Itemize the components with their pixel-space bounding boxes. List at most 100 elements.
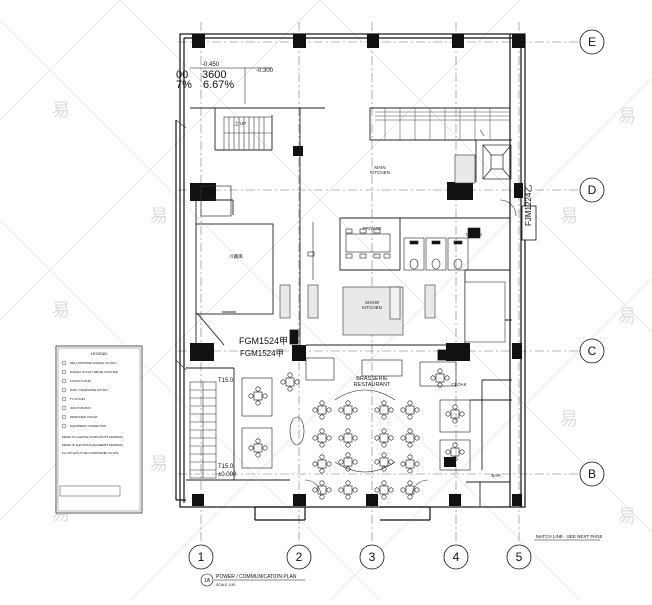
room-label-cloak: CLOAK	[451, 382, 466, 387]
restroom-fixtures	[307, 222, 481, 280]
chair	[381, 494, 387, 500]
chair	[345, 442, 351, 448]
dining-table	[338, 452, 358, 472]
grid-bubble-1	[188, 544, 214, 570]
room-label-show-kitchen: SHOW	[365, 300, 380, 305]
watermark-mark: 易	[560, 409, 578, 429]
chair	[319, 494, 325, 500]
grid-bubble-d	[579, 177, 605, 203]
chair	[388, 407, 394, 413]
chair	[414, 487, 420, 493]
chair	[374, 435, 380, 441]
watermark-mark: 易	[618, 306, 636, 326]
chair	[352, 407, 358, 413]
legend-item-label: DEDICATED OUTLET	[70, 415, 98, 419]
chair	[248, 393, 254, 399]
chair	[312, 461, 318, 467]
dining-table	[248, 386, 268, 406]
chair	[352, 435, 358, 441]
dining-table	[338, 480, 358, 500]
grid-bubble-c	[579, 338, 605, 364]
chair	[255, 452, 261, 458]
chair	[352, 487, 358, 493]
chair	[407, 414, 413, 420]
grid-bubble-row-labels: E D C B	[588, 35, 597, 481]
dining-table	[374, 428, 394, 448]
chair	[452, 404, 458, 410]
dining-table	[400, 454, 420, 474]
watermark-mark: 易	[52, 300, 70, 320]
grid-label-row: B	[588, 467, 596, 481]
chair	[319, 454, 325, 460]
dining-table	[338, 400, 358, 420]
grid-bubble-e	[579, 29, 605, 55]
dining-tables	[248, 368, 465, 500]
watermark-mark: 易	[560, 206, 578, 226]
door-tags: FGM1524甲 FGM1524甲 FJM1224乙 T15.0 T15.0 ±…	[218, 185, 533, 478]
kitchen-equipment	[279, 154, 506, 343]
chair	[312, 435, 318, 441]
grid-bubble-3	[359, 544, 385, 570]
display-counter	[375, 108, 510, 140]
legend-item-label: FLOOR OUTLET	[70, 379, 92, 383]
room-label-cold-room: 冷藏库	[229, 253, 243, 260]
chair	[255, 438, 261, 444]
grid-label-col: 4	[453, 550, 460, 564]
dining-table	[280, 372, 300, 392]
watermark-mark: 易	[52, 100, 70, 120]
level-annotations: -0.450 -0.300	[190, 62, 274, 104]
chair	[445, 411, 451, 417]
legend-footnote: REFER TO ELECTRICAL ENGINEER'S DRAWINGS	[62, 443, 123, 447]
dining-table	[445, 442, 465, 462]
chair	[312, 487, 318, 493]
interior-walls	[186, 107, 512, 506]
grid-label-row: E	[588, 35, 596, 49]
corner-room	[200, 185, 232, 217]
chair	[374, 407, 380, 413]
legend-symbol	[61, 378, 67, 384]
dining-table	[374, 400, 394, 420]
grid-label-row: D	[588, 183, 597, 197]
dim-label-partial: 00	[176, 69, 188, 81]
private-dining	[345, 228, 391, 259]
slope-label-left: 7%	[176, 79, 192, 91]
chair	[255, 386, 261, 392]
stair-lower	[189, 381, 217, 479]
dim-label-3600: 3600	[202, 69, 226, 81]
chair	[381, 480, 387, 486]
room-label-show-kitchen: KITCHEN	[362, 305, 382, 310]
restaurant-label: BRASSERIE RESTAURANT	[354, 376, 392, 388]
watermark-mark: 易	[150, 454, 168, 474]
chair	[255, 400, 261, 406]
door-swings	[175, 119, 517, 497]
door-tag-fjm: FJM1224乙	[524, 185, 533, 226]
room-labels: MAIN KITCHEN SHOW KITCHEN PRIVATE OFFICE…	[229, 120, 501, 478]
chair	[400, 487, 406, 493]
watermark-mark: 易	[150, 206, 168, 226]
sheet-title-block: 1A POWER / COMMUNICATION PLAN SCALE 1:50	[200, 573, 305, 587]
grid-bubble-2	[286, 544, 312, 570]
dining-table	[374, 452, 394, 472]
exterior-walls	[175, 33, 526, 521]
chair	[414, 461, 420, 467]
dining-table	[248, 438, 268, 458]
legend-item-label: TV OUTLET	[70, 397, 86, 401]
dining-table	[312, 480, 332, 500]
legend-symbol	[61, 396, 67, 402]
grid-bubble-4	[443, 544, 469, 570]
watermark-mark: 易	[618, 106, 636, 126]
grid-label-col: 2	[296, 550, 303, 564]
legend-footnote: REFER TO LIGHTING CONSULTANT'S DRAWINGS	[62, 435, 123, 439]
chair	[338, 407, 344, 413]
chair	[407, 468, 413, 474]
grid-bubbles-cols	[188, 544, 532, 570]
level-mark-top-right: -0.300	[256, 68, 274, 74]
level-mark-top-left: -0.450	[202, 62, 220, 68]
chair	[374, 487, 380, 493]
chair	[381, 414, 387, 420]
chair	[345, 480, 351, 486]
chair	[319, 400, 325, 406]
legend-item-label: DATA / TELEPHONE OUTLET	[70, 388, 108, 392]
room-label-main-kitchen: MAIN	[374, 165, 385, 170]
